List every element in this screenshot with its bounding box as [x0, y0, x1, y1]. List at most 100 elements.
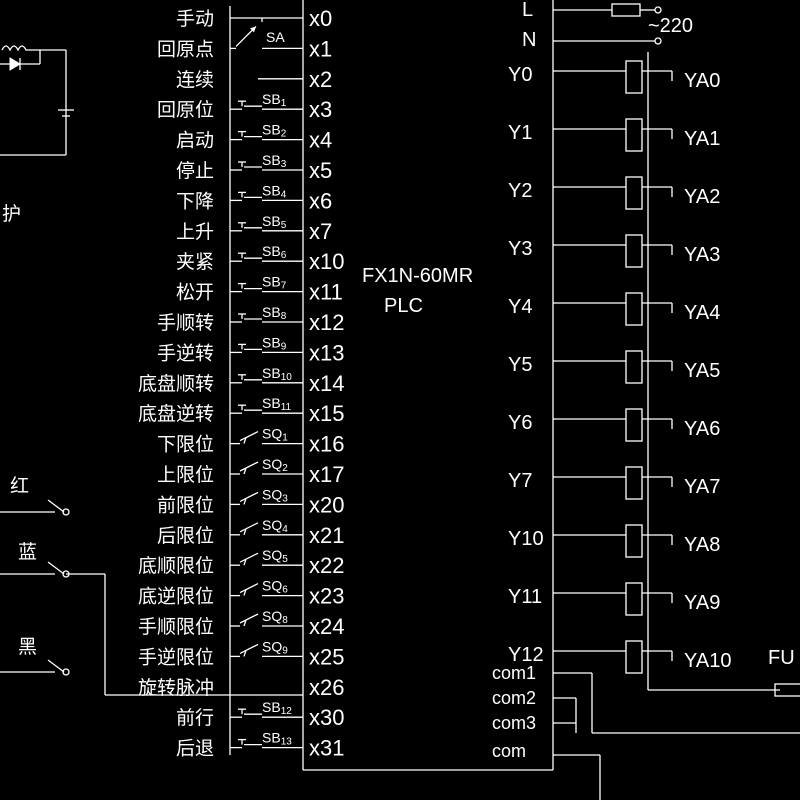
input-address-label: x20 — [309, 492, 344, 517]
switch-label: SB6 — [262, 243, 287, 261]
input-name-label: 手顺转 — [157, 312, 214, 334]
solenoid-coil-icon — [625, 118, 643, 152]
output-address-label: Y11 — [508, 586, 542, 608]
switch-label: SB7 — [262, 274, 287, 292]
coil-label: YA7 — [684, 476, 720, 498]
input-address-label: x26 — [309, 675, 344, 700]
common-terminal-label: com3 — [492, 713, 536, 733]
switch-label: SQ6 — [262, 578, 288, 596]
input-name-label: 底盘逆转 — [138, 403, 214, 425]
coil-label: YA0 — [684, 70, 720, 92]
input-name-label: 手顺限位 — [138, 616, 214, 638]
push-button-icon — [230, 100, 303, 110]
push-button-icon — [230, 404, 303, 414]
protect-label: 护 — [2, 203, 21, 225]
input-name-label: 前限位 — [157, 494, 214, 516]
switch-label: SQ8 — [262, 608, 288, 626]
coil-label: YA2 — [684, 186, 720, 208]
switch-label: SB13 — [262, 730, 292, 748]
limit-switch-icon — [230, 613, 303, 627]
solenoid-coil-icon — [625, 640, 643, 674]
power-n-label: N — [522, 29, 536, 51]
coil-label: YA1 — [684, 128, 720, 150]
switch-label: SB1 — [262, 91, 287, 109]
input-address-label: x16 — [309, 432, 344, 457]
switch-label: SQ2 — [262, 456, 288, 474]
solenoid-coil-icon — [625, 60, 643, 94]
input-name-label: 回原点 — [157, 38, 214, 60]
push-button-icon — [230, 708, 303, 718]
input-name-label: 手动 — [176, 8, 214, 30]
output-address-label: Y6 — [508, 412, 532, 434]
input-name-label: 上限位 — [157, 464, 214, 486]
input-address-label: x17 — [309, 462, 344, 487]
com-wiring — [553, 672, 800, 800]
input-name-label: 回原位 — [157, 99, 214, 121]
input-address-label: x0 — [309, 6, 332, 31]
wire-red-label: 红 — [10, 475, 29, 497]
switch-label: SB8 — [262, 304, 287, 322]
switch-label: SQ9 — [262, 638, 288, 656]
input-name-label: 后限位 — [157, 525, 214, 547]
coil-label: YA6 — [684, 418, 720, 440]
input-name-label: 后退 — [176, 738, 214, 760]
input-name-label: 底逆限位 — [138, 586, 214, 608]
output-row: Y2 YA2 — [508, 176, 720, 210]
switch-label: SB12 — [262, 699, 292, 717]
output-row: Y6 YA6 — [508, 408, 720, 442]
input-address-label: x30 — [309, 705, 344, 730]
power-fuse-icon — [611, 3, 641, 17]
input-name-label: 下降 — [176, 190, 214, 212]
limit-switch-icon — [230, 461, 303, 475]
wire-blue-label: 蓝 — [18, 541, 37, 563]
input-address-label: x2 — [309, 67, 332, 92]
push-button-icon — [230, 191, 303, 202]
limit-switch-icon — [230, 522, 303, 536]
switch-label: SQ5 — [262, 547, 288, 565]
switch-label: SQ4 — [262, 517, 288, 535]
output-address-label: Y4 — [508, 296, 532, 318]
switch-label: SB2 — [262, 122, 287, 140]
switch-label: SB5 — [262, 213, 287, 231]
output-address-label: Y3 — [508, 238, 532, 260]
input-address-label: x13 — [309, 340, 344, 365]
coil-icon — [1, 45, 32, 52]
coil-label: YA4 — [684, 302, 720, 324]
output-address-label: Y0 — [508, 64, 532, 86]
input-address-label: x24 — [309, 614, 344, 639]
output-row: Y4 YA4 — [508, 292, 720, 326]
input-row: 上限位 x17 SQ2 — [157, 456, 345, 487]
push-button-icon — [230, 343, 303, 354]
input-name-label: 停止 — [176, 160, 214, 182]
switch-label: SB9 — [262, 334, 287, 352]
solenoid-coil-icon — [625, 466, 643, 500]
limit-switch-icon — [230, 431, 303, 445]
solenoid-coil-icon — [625, 524, 643, 558]
input-address-label: x22 — [309, 553, 344, 578]
input-address-label: x3 — [309, 97, 332, 122]
left-fragment — [0, 45, 303, 696]
plc-label: PLC — [384, 295, 423, 317]
output-address-label: Y2 — [508, 180, 532, 202]
switch-label: SB11 — [262, 395, 292, 413]
input-name-label: 手逆限位 — [138, 646, 214, 668]
